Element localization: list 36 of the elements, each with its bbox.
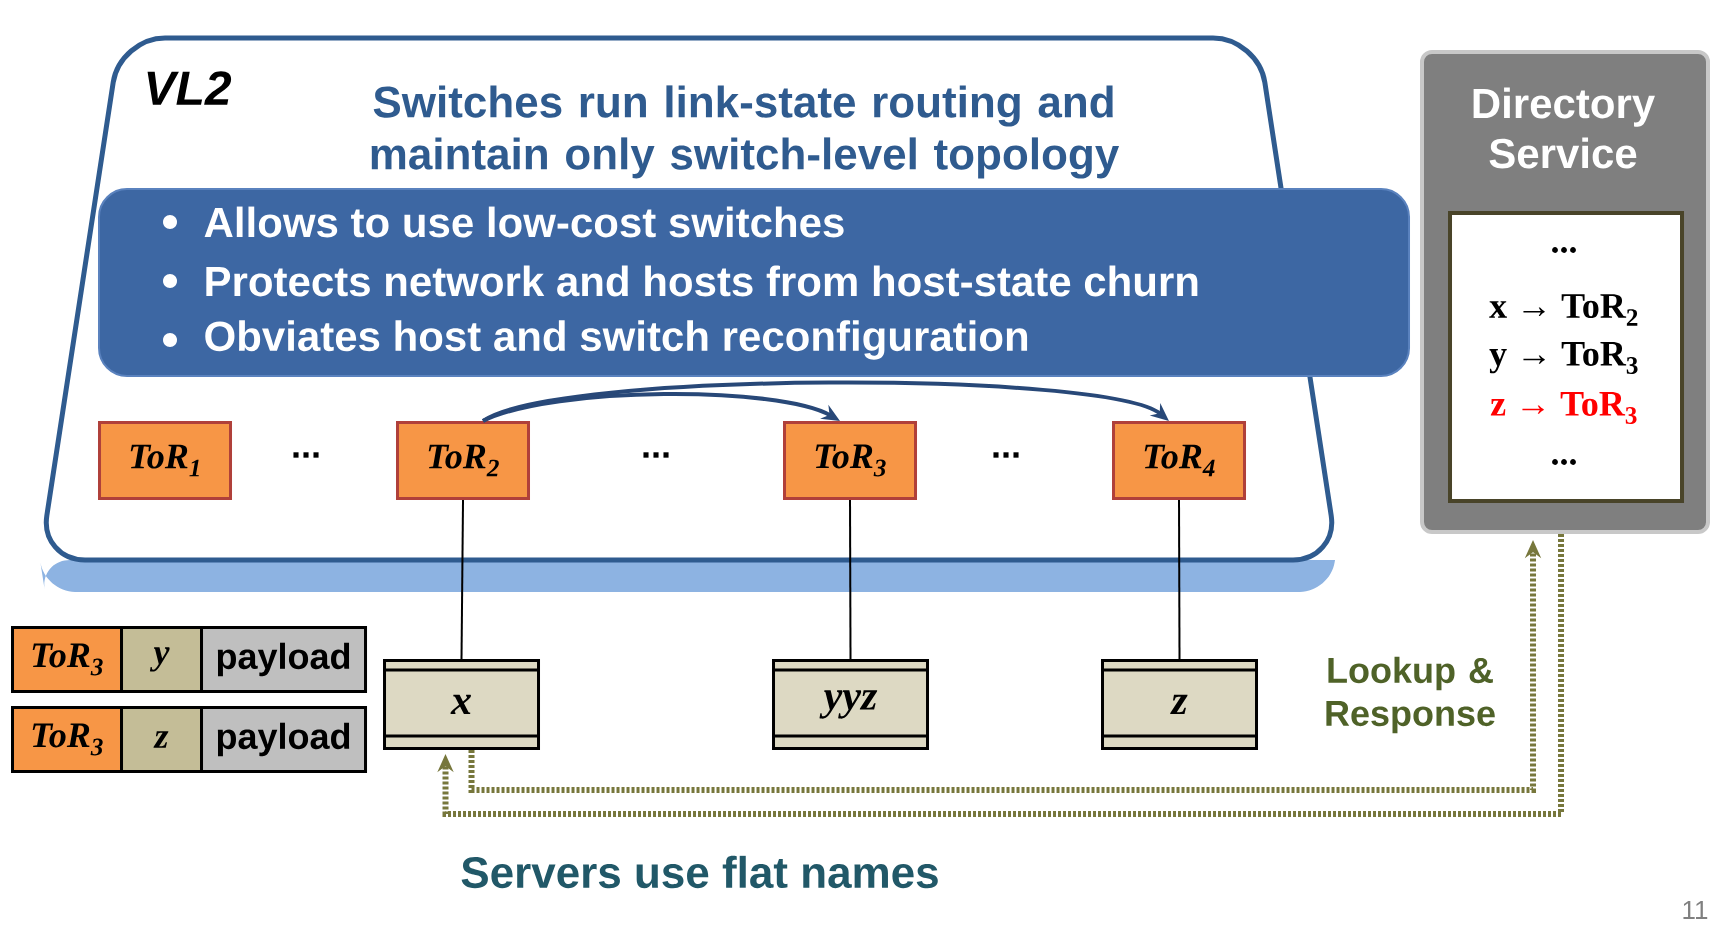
connector [460, 499, 464, 660]
callout-panel [98, 188, 1410, 377]
packet-header [11, 706, 367, 773]
switch-box: ToR$_{1}$ [98, 421, 232, 500]
switch-box: ToR$_{2}$ [396, 421, 530, 500]
bullet-item: Protects network and hosts from host-state churn [163, 265, 1198, 297]
header-field: ToR$_{3}$ [11, 626, 123, 693]
switch-box: ToR$_{3}$ [783, 421, 917, 500]
heading-text: Switches run link-state routing and maintain only switch-level topology [371, 85, 1120, 179]
connector [849, 499, 852, 660]
server-box: z [1101, 659, 1258, 750]
mapping-entry: x → ToR$_{2}$ [1489, 294, 1638, 326]
page-number: 11 [1683, 901, 1708, 919]
packet-header [11, 626, 367, 693]
header-field: payload [200, 706, 367, 773]
bullet-item: Allows to use low-cost switches [163, 206, 844, 238]
mapping-entry: ... [1552, 459, 1576, 465]
ellipsis: ... [643, 452, 669, 458]
ellipsis: ... [293, 452, 319, 458]
table-box [1448, 211, 1684, 503]
mapping-entry: ... [1552, 247, 1576, 253]
mapping-entry: y → ToR$_{3}$ [1489, 342, 1638, 374]
edge-label: Lookup & Response [1326, 656, 1495, 734]
connector [1178, 499, 1181, 660]
ellipsis: ... [993, 452, 1019, 458]
header-field: ToR$_{3}$ [11, 706, 123, 773]
vl2-title: VL2 [147, 71, 232, 105]
bullet-item: Obviates host and switch reconfiguration [163, 320, 1028, 360]
mapping-entry: z → ToR$_{3}$ [1490, 392, 1637, 424]
switch-box: ToR$_{4}$ [1112, 421, 1246, 500]
header-field: payload [200, 626, 367, 693]
caption-text: Servers use flat names [461, 855, 938, 889]
header-field: z [120, 706, 203, 773]
server-box: yyz [772, 659, 929, 750]
server-box: x [383, 659, 540, 750]
header-field: y [120, 626, 203, 693]
